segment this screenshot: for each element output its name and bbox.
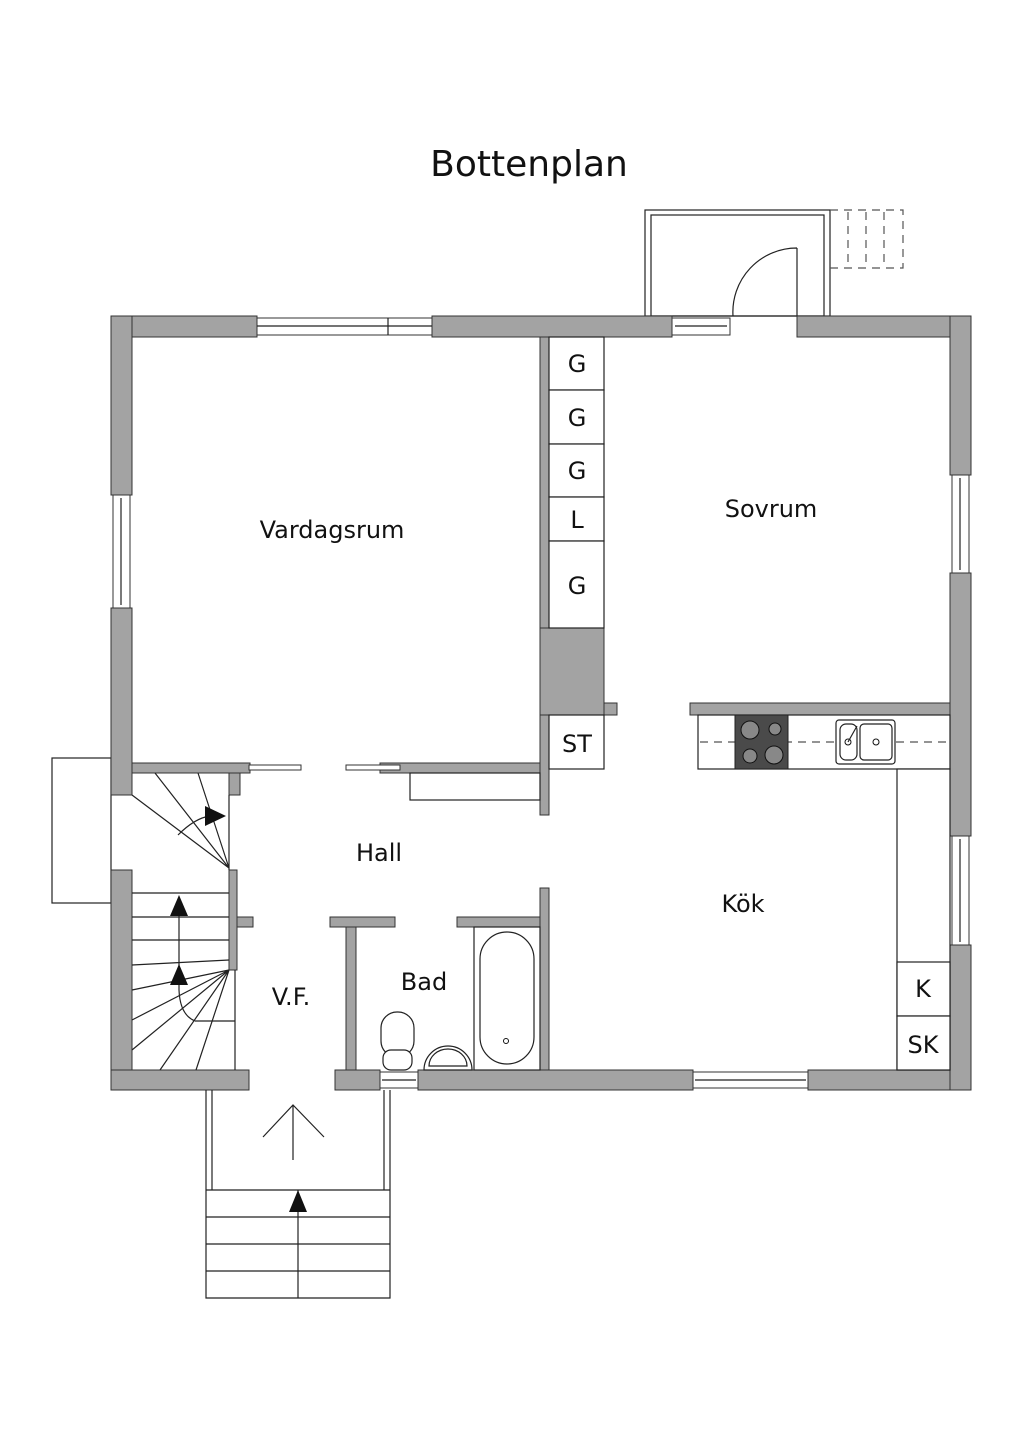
windows xyxy=(112,317,970,1089)
hall-shelf xyxy=(409,772,541,801)
room-label-hall: Hall xyxy=(356,839,402,867)
kitchen-unit-label: K xyxy=(915,975,932,1003)
back-porch xyxy=(644,209,904,317)
interior-walls xyxy=(131,336,951,1071)
closet-label: G xyxy=(568,404,587,432)
toilet-icon xyxy=(380,1011,415,1071)
bathtub-icon xyxy=(473,926,541,1071)
room-label-bad: Bad xyxy=(401,968,447,996)
closet-label: L xyxy=(570,506,584,534)
outside-platform xyxy=(51,757,112,904)
kitchen-counter: K SK xyxy=(697,714,951,1071)
staircase[interactable] xyxy=(131,772,236,1071)
closet-label: G xyxy=(568,457,587,485)
room-label-kok: Kök xyxy=(721,890,764,918)
back-door[interactable] xyxy=(732,247,798,317)
room-label-vf: V.F. xyxy=(272,983,311,1011)
sliding-doors[interactable] xyxy=(248,764,401,771)
sink-icon xyxy=(835,719,896,765)
plan-title: Bottenplan xyxy=(430,144,628,185)
room-label-vardagsrum: Vardagsrum xyxy=(260,516,405,544)
kitchen-unit-label: SK xyxy=(908,1031,940,1059)
room-label-sovrum: Sovrum xyxy=(725,495,818,523)
stove-icon xyxy=(734,714,789,770)
storage-label: ST xyxy=(562,730,592,758)
closet-label: G xyxy=(568,350,587,378)
entrance-steps[interactable] xyxy=(205,1090,391,1299)
closet-column: G G G L G ST xyxy=(548,336,605,770)
exterior-walls xyxy=(110,315,972,1091)
washbasin-icon xyxy=(423,1045,473,1071)
closet-label: G xyxy=(568,572,587,600)
